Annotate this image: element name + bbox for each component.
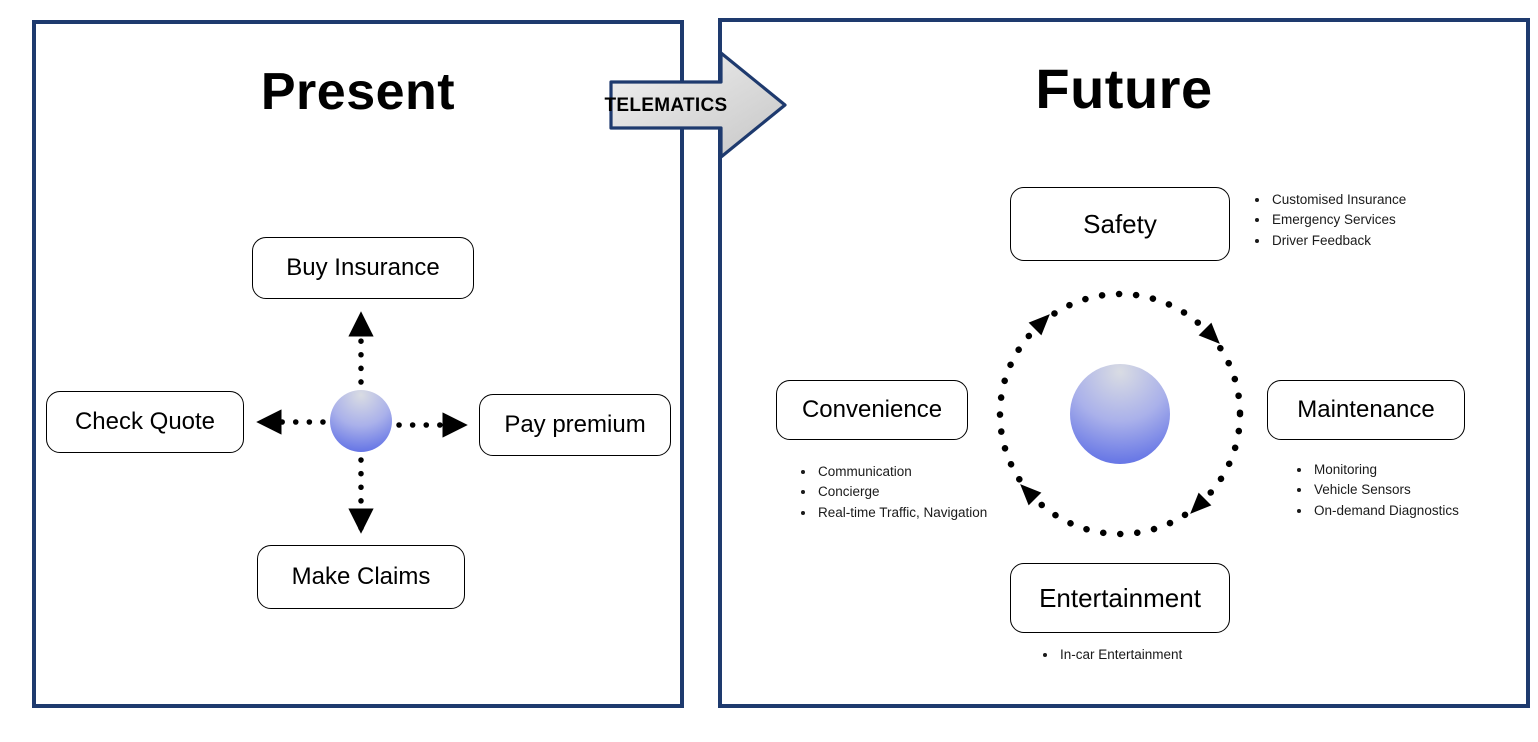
telematics-connector: TELEMATICS [604, 48, 790, 162]
cycle-dotted-ring [996, 290, 1244, 538]
present-panel: Present Buy Insurance [32, 20, 684, 708]
present-title: Present [260, 63, 456, 121]
node-pay-premium: Pay premium [479, 394, 671, 456]
bullet-item: Vehicle Sensors [1312, 480, 1538, 500]
node-convenience-label: Convenience [801, 396, 943, 423]
cycle-arrowhead-nw [1028, 314, 1050, 336]
bullet-item: On-demand Diagnostics [1312, 501, 1538, 521]
future-cycle-circle [996, 290, 1244, 538]
bullet-item: Driver Feedback [1270, 231, 1500, 251]
node-safety-label: Safety [1083, 208, 1157, 239]
convenience-bullets: Communication Concierge Real-time Traffi… [798, 462, 1056, 523]
node-make-claims: Make Claims [257, 545, 465, 609]
telematics-arrow-shape [609, 51, 787, 159]
node-safety: Safety [1010, 187, 1230, 261]
bullet-item: Monitoring [1312, 460, 1538, 480]
node-entertainment-label: Entertainment [1039, 582, 1201, 613]
entertainment-bullets: In-car Entertainment [1040, 645, 1278, 665]
present-hub-sphere [330, 390, 392, 452]
node-make-claims-label: Make Claims [291, 563, 431, 590]
cycle-arrowhead-se [1190, 492, 1212, 514]
future-hub-sphere [1070, 364, 1170, 464]
node-check-quote: Check Quote [46, 391, 244, 453]
future-title: Future [1035, 57, 1213, 120]
safety-bullets: Customised Insurance Emergency Services … [1252, 190, 1500, 251]
node-convenience: Convenience [776, 380, 968, 440]
node-maintenance-label: Maintenance [1297, 396, 1435, 423]
bullet-item: Customised Insurance [1270, 190, 1500, 210]
bullet-item: Communication [816, 462, 1056, 482]
node-check-quote-label: Check Quote [74, 408, 216, 435]
node-buy-insurance-label: Buy Insurance [286, 254, 440, 281]
cycle-arrowhead-sw [1020, 484, 1042, 506]
bullet-item: Real-time Traffic, Navigation [816, 503, 1056, 523]
cycle-arrowhead-ne [1198, 322, 1220, 344]
present-arrows [256, 311, 468, 534]
node-buy-insurance: Buy Insurance [252, 237, 474, 299]
bullet-item: Emergency Services [1270, 210, 1500, 230]
node-maintenance: Maintenance [1267, 380, 1465, 440]
node-entertainment: Entertainment [1010, 563, 1230, 633]
maintenance-bullets: Monitoring Vehicle Sensors On-demand Dia… [1294, 460, 1538, 521]
block-arrow-right-icon [609, 51, 787, 159]
node-pay-premium-label: Pay premium [504, 411, 646, 438]
bullet-item: In-car Entertainment [1058, 645, 1278, 665]
future-panel: Future Safety Customised Insurance Emerg… [718, 18, 1530, 708]
bullet-item: Concierge [816, 482, 1056, 502]
telematics-label: TELEMATICS [604, 95, 728, 116]
